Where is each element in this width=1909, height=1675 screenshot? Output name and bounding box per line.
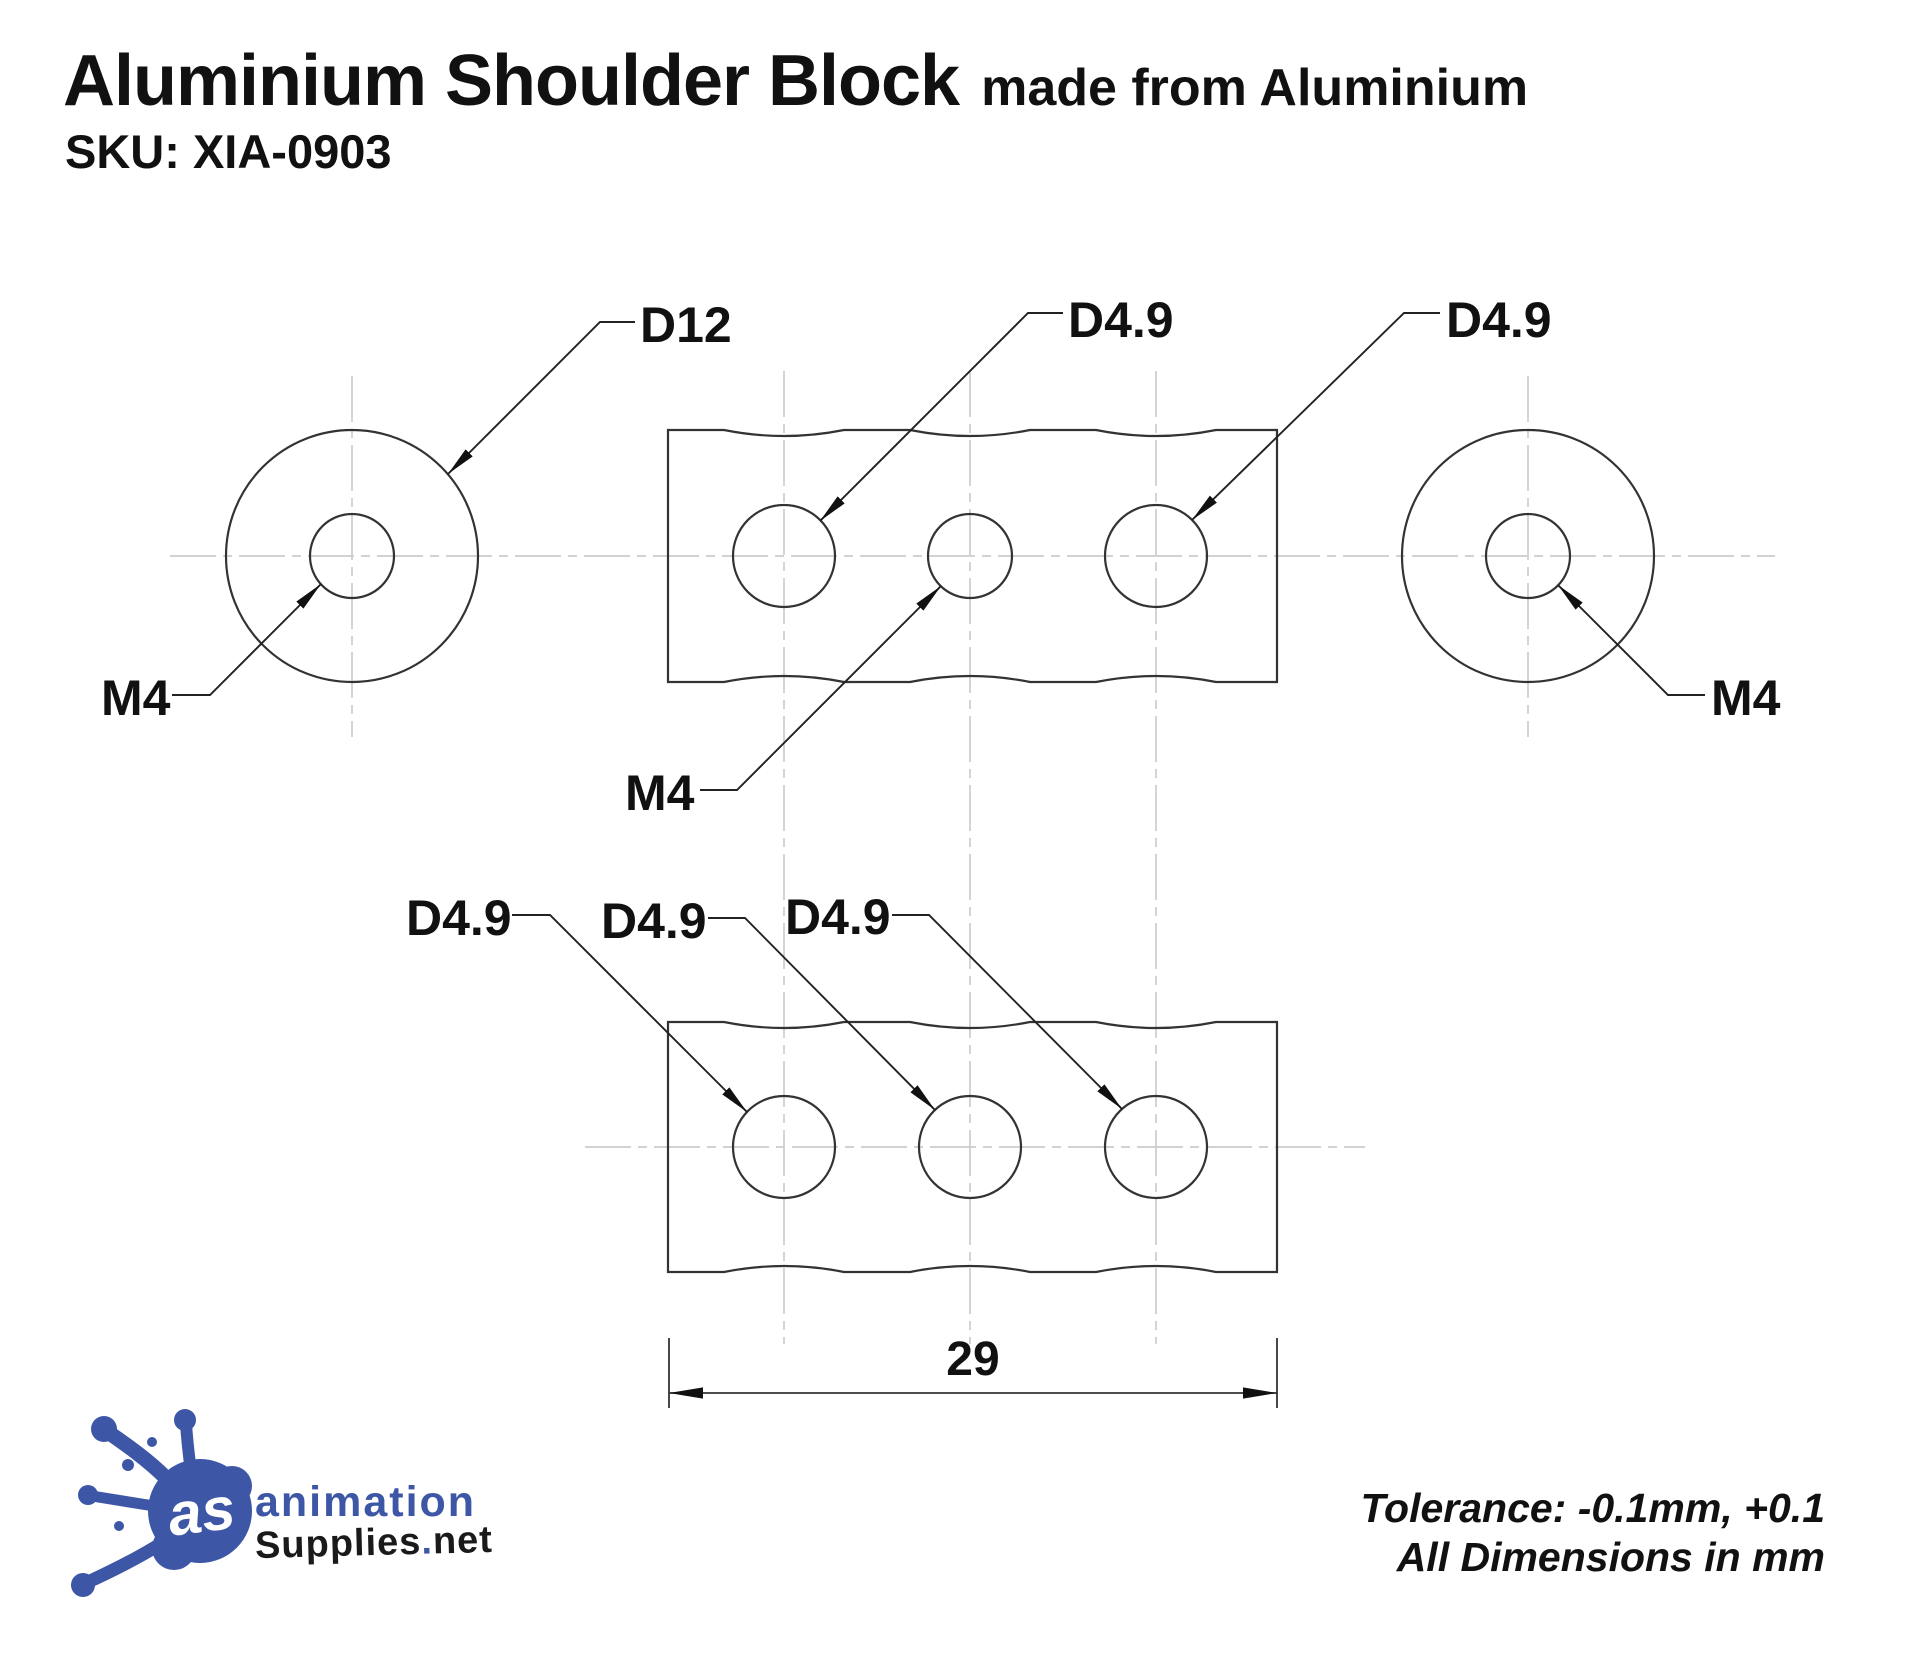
title-block: Aluminium Shoulder Block made from Alumi…: [63, 40, 1528, 122]
callout-m4-left: M4: [101, 670, 171, 726]
bottom-hole-1-d49: [731, 1094, 837, 1200]
callout-d49-bottom-2: D4.9: [601, 893, 707, 949]
bottom-hole-3-d49: [1103, 1094, 1209, 1200]
tolerance-line: Tolerance: -0.1mm, +0.1: [1360, 1485, 1826, 1531]
logo-supplies-text: Supplies.net: [254, 1519, 493, 1568]
leader-m4-left: [172, 583, 322, 696]
leader-d49-bottom-2: [708, 917, 936, 1111]
right-view-outer-circle: [1400, 428, 1656, 684]
callout-d49-front-right: D4.9: [1446, 292, 1552, 348]
sku-label: SKU: XIA-0903: [65, 125, 392, 178]
callout-d49-bottom-1: D4.9: [406, 890, 512, 946]
logo-net-word: net: [432, 1518, 494, 1563]
tolerance-note: Tolerance: -0.1mm, +0.1 All Dimensions i…: [1361, 1484, 1826, 1582]
callout-d49-bottom-3: D4.9: [785, 889, 891, 945]
front-hole-middle-m4: [926, 512, 1014, 600]
callout-d49-front-left: D4.9: [1068, 292, 1174, 348]
brand-logo: as animation Supplies.net: [62, 1408, 532, 1608]
leader-m4-right: [1557, 584, 1705, 696]
front-hole-left-d49: [731, 503, 837, 609]
logo-supplies-word: Supplies: [254, 1520, 422, 1568]
leader-d49-bottom-1: [512, 914, 748, 1113]
length-dimension: [668, 1338, 1278, 1408]
left-view-m4-hole: [308, 512, 396, 600]
left-view-outer-circle: [224, 428, 480, 684]
units-line: All Dimensions in mm: [1396, 1534, 1825, 1580]
page-title: Aluminium Shoulder Block: [63, 41, 960, 121]
right-end-view: [1400, 428, 1656, 684]
leader-d49-front-left: [819, 312, 1063, 522]
centerlines: [170, 371, 1775, 1344]
leader-m4-middle: [700, 585, 942, 791]
front-hole-right-d49: [1103, 503, 1209, 609]
left-end-view: [224, 428, 480, 684]
title-material-suffix: made from Aluminium: [981, 59, 1529, 117]
callout-d12: D12: [640, 297, 732, 353]
callout-m4-right: M4: [1711, 670, 1781, 726]
dimension-value-29: 29: [946, 1333, 1000, 1386]
paint-splat-icon: as: [71, 1409, 252, 1597]
leader-lines: [172, 312, 1705, 1113]
logo-monogram: as: [164, 1474, 238, 1549]
callout-m4-middle: M4: [625, 765, 695, 821]
leader-d12: [447, 321, 635, 475]
logo-animation-text: animation: [255, 1478, 477, 1526]
bottom-view-outline: [666, 1020, 1279, 1274]
leader-d49-bottom-3: [892, 914, 1123, 1110]
leader-d49-front-right: [1191, 312, 1440, 521]
bottom-view: [666, 1020, 1279, 1274]
right-view-m4-hole: [1484, 512, 1572, 600]
bottom-hole-2-d49: [917, 1094, 1023, 1200]
